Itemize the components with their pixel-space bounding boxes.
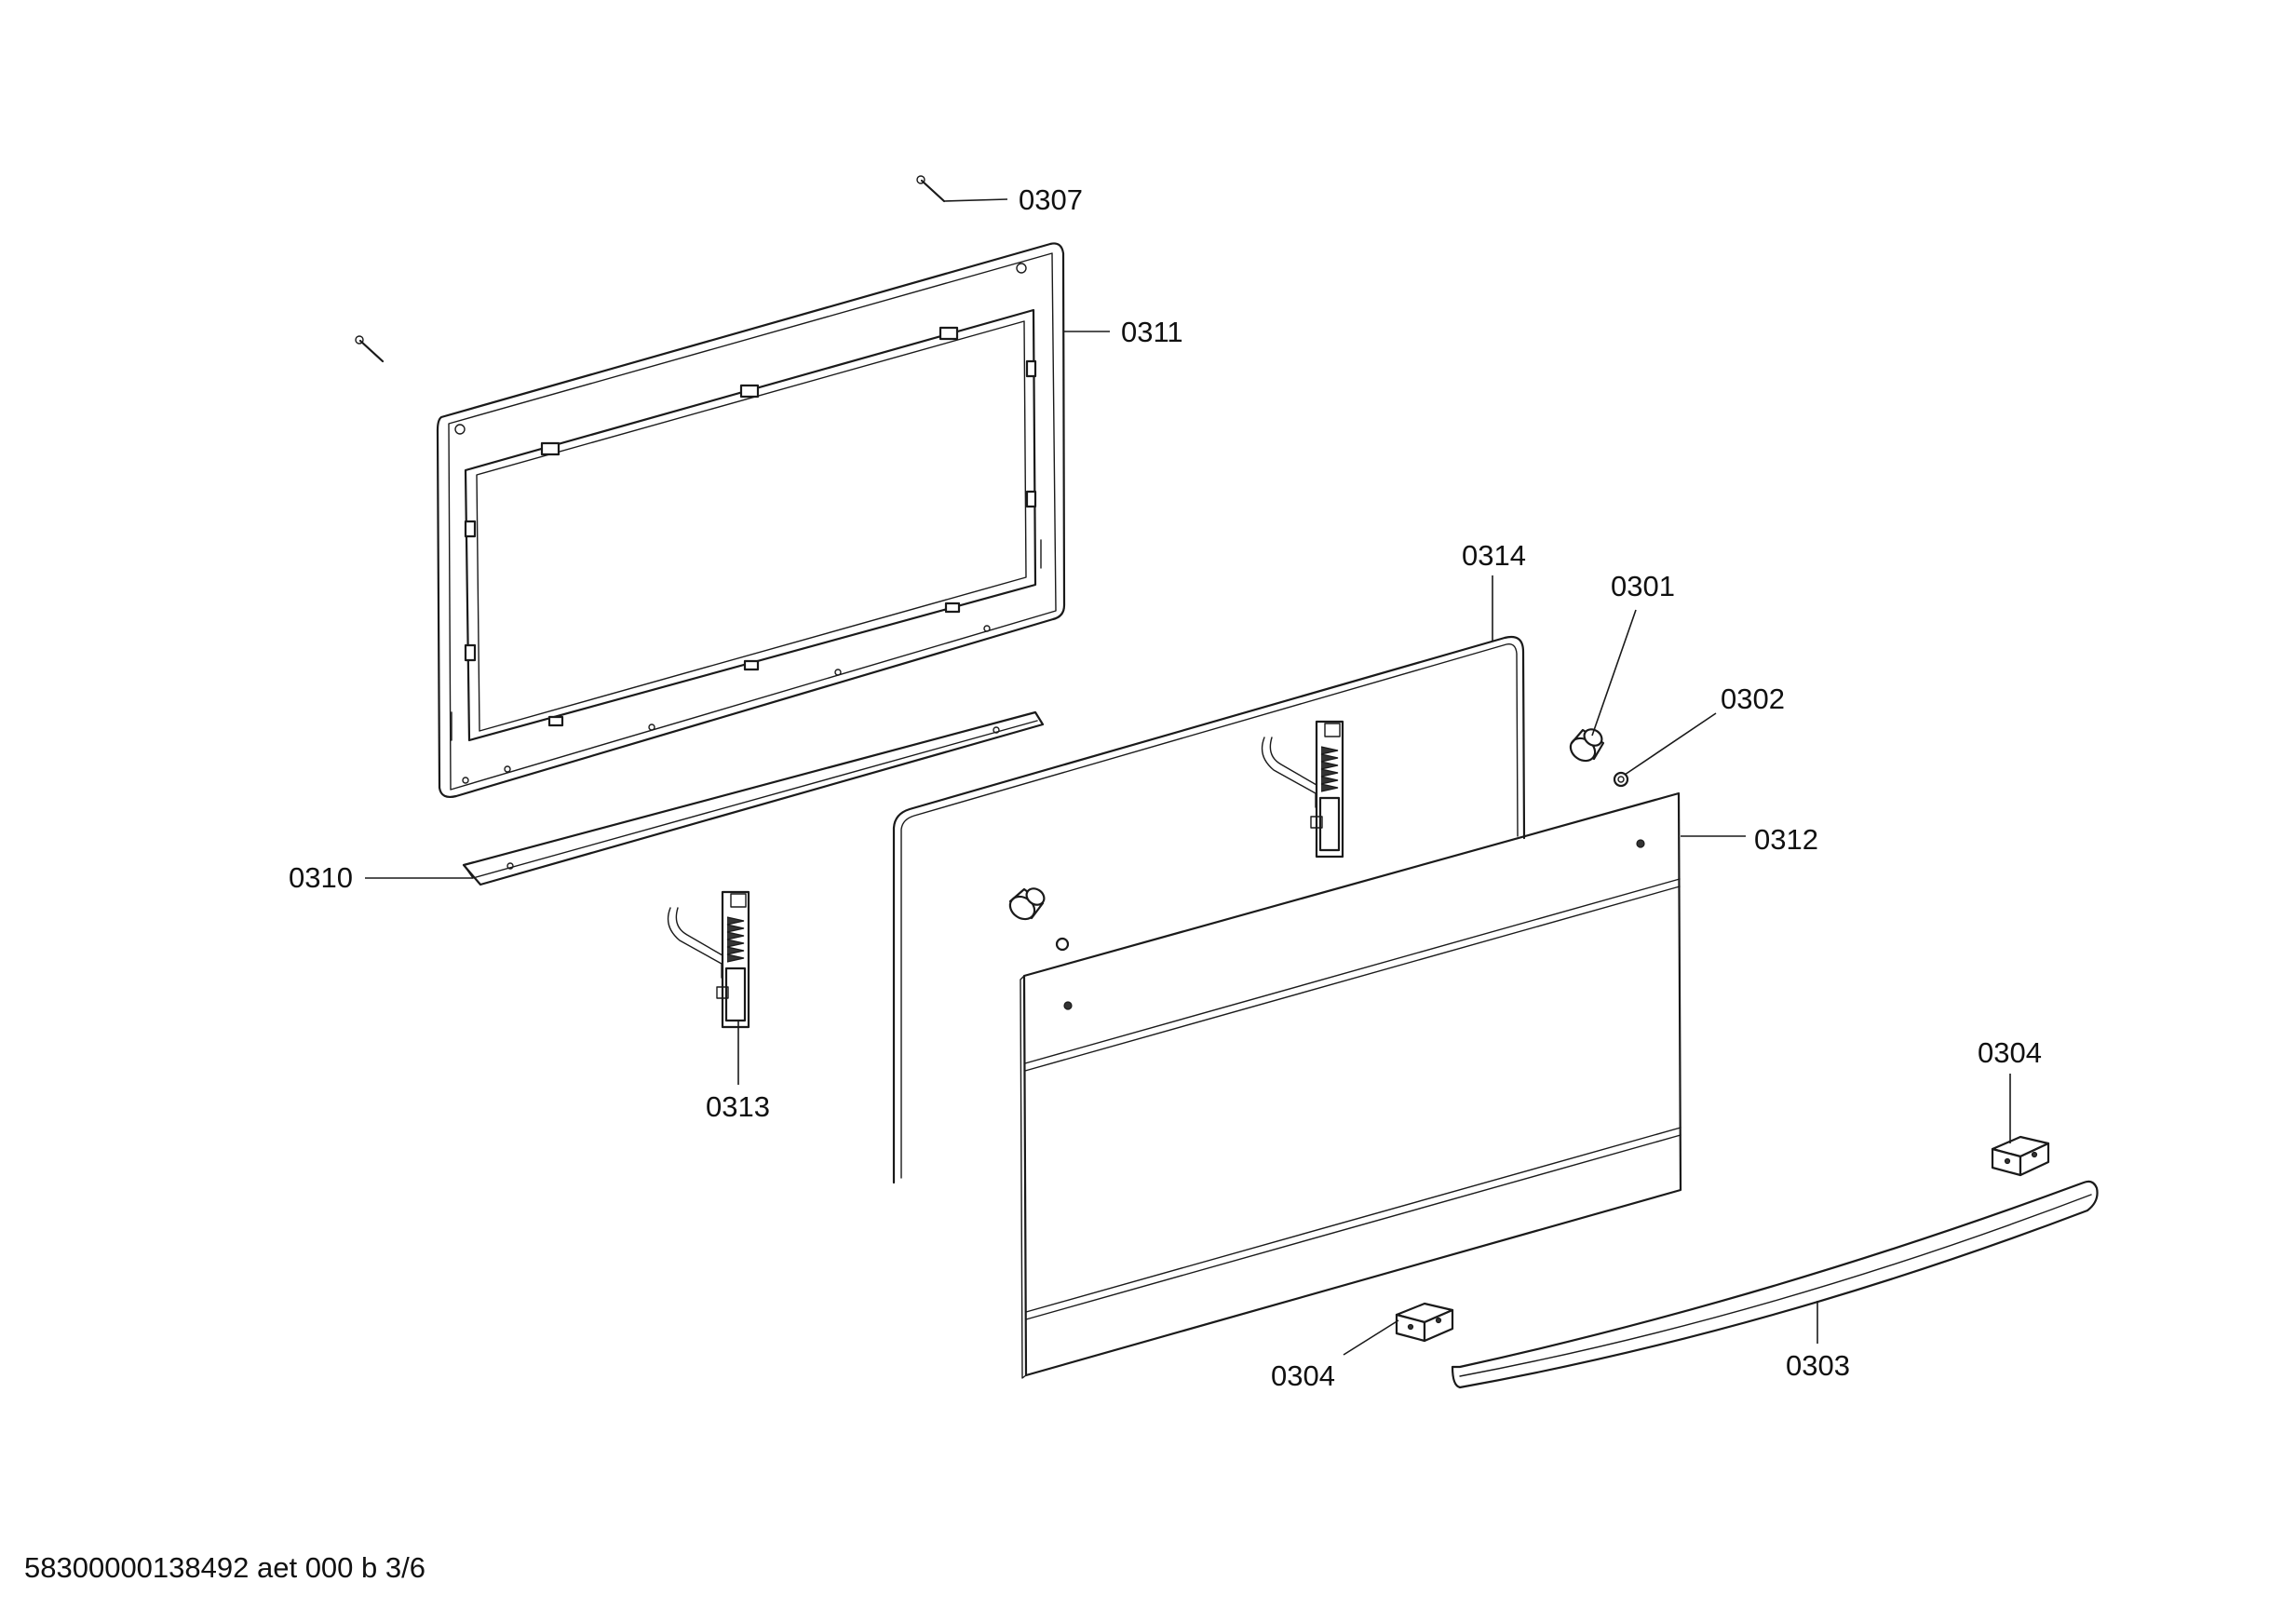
callout-0304-lower: 0304 <box>1271 1359 1335 1392</box>
callout-0304-upper: 0304 <box>1978 1036 2042 1069</box>
leader-0307 <box>943 198 1008 202</box>
handle-0303 <box>1451 1180 2099 1389</box>
callout-0301: 0301 <box>1611 570 1675 602</box>
strip-0310 <box>462 710 1045 886</box>
washer-0302 <box>1613 771 1629 788</box>
outer-door-panel-0312 <box>1020 791 1682 1379</box>
document-code: 58300000138492 aet 000 b 3/6 <box>24 1551 425 1584</box>
callout-0311: 0311 <box>1121 316 1183 348</box>
bushing-left <box>1008 887 1046 921</box>
screw-left <box>355 335 385 363</box>
callout-0314: 0314 <box>1462 539 1526 572</box>
leader-0304-lower <box>1343 1319 1399 1356</box>
callout-0312: 0312 <box>1754 823 1818 856</box>
spacer-0304-lower <box>1395 1302 1454 1343</box>
screw-0307 <box>916 175 946 203</box>
inner-door-frame-0311 <box>436 242 1066 799</box>
callout-0313: 0313 <box>706 1090 770 1123</box>
callout-0310: 0310 <box>289 861 353 894</box>
washer-left <box>1055 937 1070 952</box>
hinge-left-0313 <box>667 890 750 1029</box>
leader-0301 <box>1591 609 1637 737</box>
spacer-0304-upper <box>1991 1135 2050 1177</box>
leader-0302 <box>1624 712 1717 776</box>
bushing-0301 <box>1569 728 1605 763</box>
door-glass-0314 <box>892 635 1526 1184</box>
callout-0307: 0307 <box>1019 183 1083 216</box>
callout-0302: 0302 <box>1721 683 1785 715</box>
callout-0303: 0303 <box>1786 1349 1850 1382</box>
hinge-right <box>1261 720 1344 859</box>
